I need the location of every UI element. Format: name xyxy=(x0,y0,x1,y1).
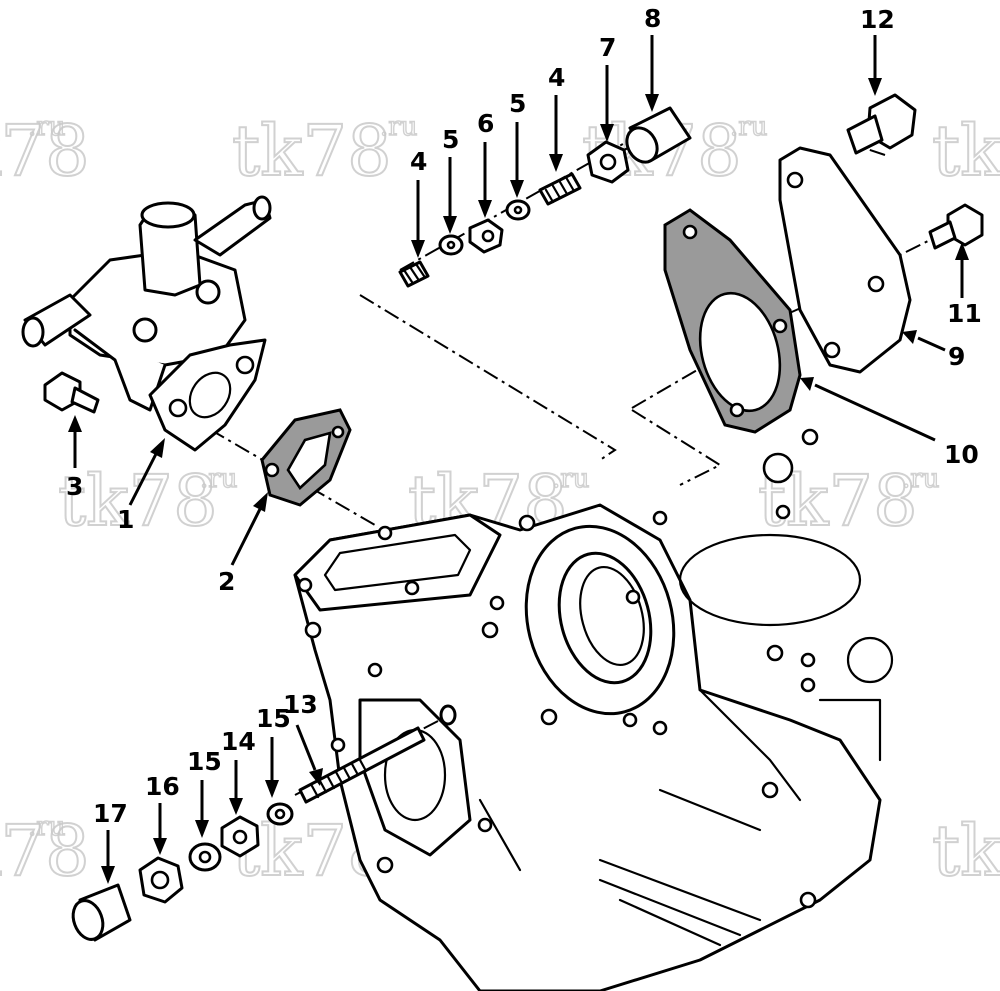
end-cap xyxy=(71,883,132,942)
sleeve-cap xyxy=(625,106,692,164)
stud-short xyxy=(398,260,430,288)
pump-gasket xyxy=(260,408,352,507)
callout-15-left: 15 xyxy=(187,747,222,776)
callout-13: 13 xyxy=(283,690,318,719)
callout-3: 3 xyxy=(66,472,83,501)
callout-15-right: 15 xyxy=(256,704,291,733)
watermark-text: tk78 xyxy=(232,110,392,192)
callout-7: 7 xyxy=(599,33,616,62)
watermark-text: tk78 xyxy=(932,110,1000,192)
callout-17: 17 xyxy=(93,799,128,828)
watermark-text: tk78 xyxy=(58,460,218,542)
callout-10: 10 xyxy=(944,440,979,469)
cover-bolt-small xyxy=(928,203,984,250)
watermark-text: tk78 xyxy=(0,810,90,892)
washer-lower-left xyxy=(188,842,222,872)
callout-5-left: 5 xyxy=(442,125,459,154)
callout-4-right: 4 xyxy=(548,63,565,92)
long-stud xyxy=(298,704,457,804)
nut-upper xyxy=(468,218,504,254)
nut-lower xyxy=(220,815,260,858)
callout-12: 12 xyxy=(860,5,895,34)
callout-5-right: 5 xyxy=(509,89,526,118)
watermark-suffix: .ru xyxy=(730,112,767,142)
stud-long xyxy=(538,172,582,206)
fuel-pump xyxy=(21,195,272,452)
watermark-suffix: .ru xyxy=(28,112,65,142)
callout-1: 1 xyxy=(117,505,134,534)
watermark-text: tk78 xyxy=(0,110,90,192)
watermark-text: tk78 xyxy=(932,810,1000,892)
callout-4-left: 4 xyxy=(410,147,427,176)
watermark-suffix: .ru xyxy=(380,112,417,142)
cover-plate xyxy=(778,146,912,374)
pump-bolt xyxy=(43,371,100,414)
engine-block xyxy=(293,428,894,991)
washer-right xyxy=(505,199,531,221)
watermark-suffix: .ru xyxy=(28,812,65,842)
callout-16: 16 xyxy=(145,772,180,801)
callout-11: 11 xyxy=(947,299,982,328)
callout-2: 2 xyxy=(218,567,235,596)
callout-8: 8 xyxy=(644,4,661,33)
callout-14: 14 xyxy=(221,727,256,756)
cap-nut-lower xyxy=(138,856,184,904)
callout-9: 9 xyxy=(948,342,965,371)
leader-arrows xyxy=(68,35,969,884)
washer-lower-right xyxy=(266,802,294,826)
washer-left xyxy=(438,234,464,256)
watermark-suffix: .ru xyxy=(200,464,237,494)
watermark-suffix: .ru xyxy=(552,464,589,494)
callout-6: 6 xyxy=(477,109,494,138)
watermark-suffix: .ru xyxy=(902,464,939,494)
cover-gasket xyxy=(663,208,802,434)
cover-bolt-large xyxy=(846,93,917,155)
callout-labels: 1 2 3 4 5 6 5 4 7 8 9 10 11 12 13 14 15 … xyxy=(66,4,982,828)
